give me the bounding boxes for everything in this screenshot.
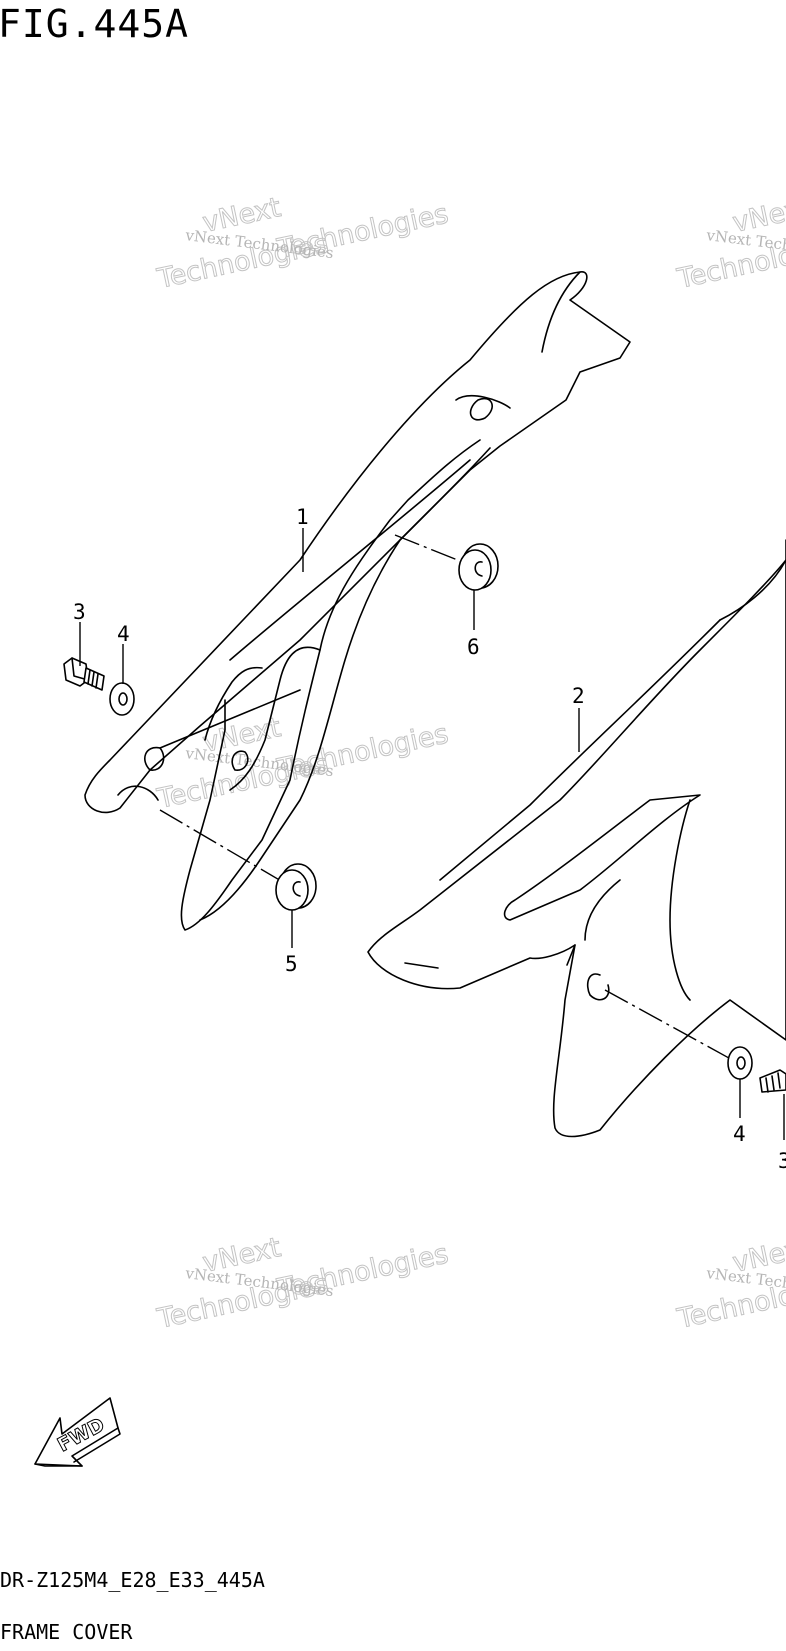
grommet-part-6: [458, 543, 499, 591]
assembly-line-washer-4b: [604, 989, 739, 1064]
figure-name: FRAME COVER: [0, 1620, 133, 1644]
watermark-top-right: Technologies vNext vNext Technologies: [674, 192, 786, 296]
callout-1: 1: [296, 505, 309, 529]
washer-part-4-left: [109, 682, 135, 716]
callout-3-right: 3: [778, 1149, 786, 1173]
watermark-bottom-right: Technologies vNext vNext Technologies: [674, 1232, 786, 1336]
fwd-arrow-icon: FWD: [34, 1397, 121, 1467]
figure-title: FIG.445A: [0, 2, 190, 46]
bolt-part-3-right: [759, 1069, 786, 1093]
callout-3-left: 3: [73, 600, 86, 624]
figure-code: DR-Z125M4_E28_E33_445A: [0, 1568, 265, 1592]
watermark-top-left: Technologies vNext Technologies vNext Te…: [154, 192, 452, 296]
bolt-part-3-left: [63, 657, 105, 691]
watermark-bottom-left: Technologies vNext Technologies vNext Te…: [154, 1232, 452, 1336]
callout-5: 5: [285, 952, 298, 976]
callout-6: 6: [467, 635, 480, 659]
callout-4-left: 4: [117, 622, 130, 646]
assembly-line-grommet-6: [394, 534, 471, 566]
grommet-part-5: [275, 863, 317, 911]
frame-cover-right-part-2: [367, 539, 786, 1138]
callout-4-right: 4: [733, 1122, 746, 1146]
frame-cover-left-part-1: [84, 271, 631, 931]
assembly-line-grommet-5: [159, 809, 289, 886]
callout-2: 2: [572, 684, 585, 708]
washer-part-4-right: [727, 1046, 753, 1080]
